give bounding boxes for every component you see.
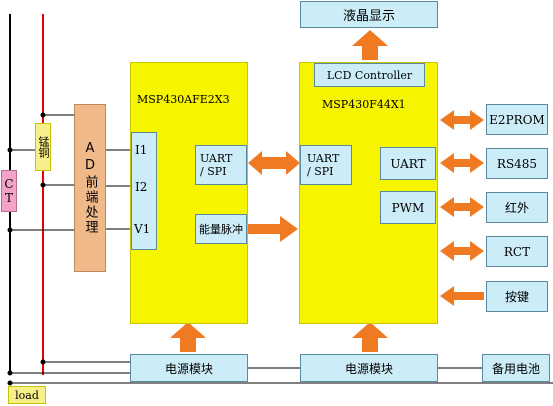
peripheral-rct: RCT	[486, 236, 548, 267]
peripheral-e2prom-label: E2PROM	[489, 112, 545, 127]
junction-dot	[40, 112, 46, 118]
junction-dot	[7, 227, 13, 233]
power-module-right: 电源模块	[300, 354, 438, 382]
uart-spi-right-label: UART / SPI	[307, 152, 340, 178]
lcd-controller-block: LCD Controller	[314, 63, 425, 87]
lcd-controller-label: LCD Controller	[326, 68, 413, 82]
lcd-display-block: 液晶显示	[300, 1, 438, 28]
junction-dot	[7, 370, 13, 376]
load-block: load	[8, 386, 46, 404]
arrow-up-lcd	[352, 30, 388, 60]
mcu-left-label: MSP430AFE2X3	[137, 93, 230, 106]
peripheral-rct-label: RCT	[503, 244, 531, 259]
peripheral-ir: 红外	[486, 192, 548, 223]
backup-battery-label: 备用电池	[491, 361, 540, 376]
load-label: load	[15, 388, 39, 402]
uart-right-label: UART	[390, 156, 426, 171]
uart-spi-left-label: UART / SPI	[200, 152, 233, 178]
arrow-energy-pulse	[248, 216, 298, 242]
peripheral-rs485: RS485	[486, 148, 548, 179]
ct-block: CT	[1, 170, 17, 212]
ad-frontend-block: AD前端处理	[74, 104, 106, 272]
pin-panel	[131, 132, 157, 250]
uart-right-block: UART	[380, 147, 436, 180]
arrow-ir	[440, 197, 484, 217]
arrow-up-power-right	[352, 322, 388, 352]
ad-frontend-label: AD前端处理	[82, 141, 98, 235]
peripheral-ir-label: 红外	[504, 201, 529, 215]
ct-label: CT	[2, 177, 16, 205]
peripheral-e2prom: E2PROM	[486, 104, 548, 135]
manganin-block: 锰铜	[35, 123, 51, 171]
arrow-e2prom	[440, 110, 484, 130]
pwm-label: PWM	[391, 200, 425, 215]
peripheral-rs485-label: RS485	[496, 156, 538, 171]
pin-v1-label: V1	[134, 222, 151, 236]
energy-pulse-label: 能量脉冲	[199, 223, 243, 236]
junction-dot	[7, 380, 13, 386]
peripheral-key-label: 按键	[504, 290, 529, 304]
arrow-key	[440, 286, 484, 306]
power-module-left: 电源模块	[130, 354, 248, 382]
energy-pulse-block: 能量脉冲	[195, 214, 247, 244]
arrow-rct	[440, 241, 484, 261]
power-module-left-label: 电源模块	[164, 361, 213, 376]
uart-spi-left-block: UART / SPI	[195, 145, 247, 185]
pin-i2-label: I2	[135, 180, 148, 194]
junction-dot	[40, 182, 46, 188]
pwm-block: PWM	[380, 191, 436, 224]
junction-dot	[40, 359, 46, 365]
arrow-uart-bidir	[248, 151, 300, 175]
mcu-right-label: MSP430F44X1	[322, 98, 406, 111]
manganin-label: 锰铜	[37, 136, 50, 158]
peripheral-key: 按键	[486, 281, 548, 312]
junction-dot	[7, 147, 13, 153]
arrow-up-power-left	[170, 322, 206, 352]
power-module-right-label: 电源模块	[344, 361, 393, 376]
backup-battery-block: 备用电池	[482, 354, 550, 382]
uart-spi-right-block: UART / SPI	[300, 145, 352, 185]
lcd-display-label: 液晶显示	[342, 9, 395, 24]
pin-i1-label: I1	[135, 143, 148, 157]
arrow-rs485	[440, 153, 484, 173]
